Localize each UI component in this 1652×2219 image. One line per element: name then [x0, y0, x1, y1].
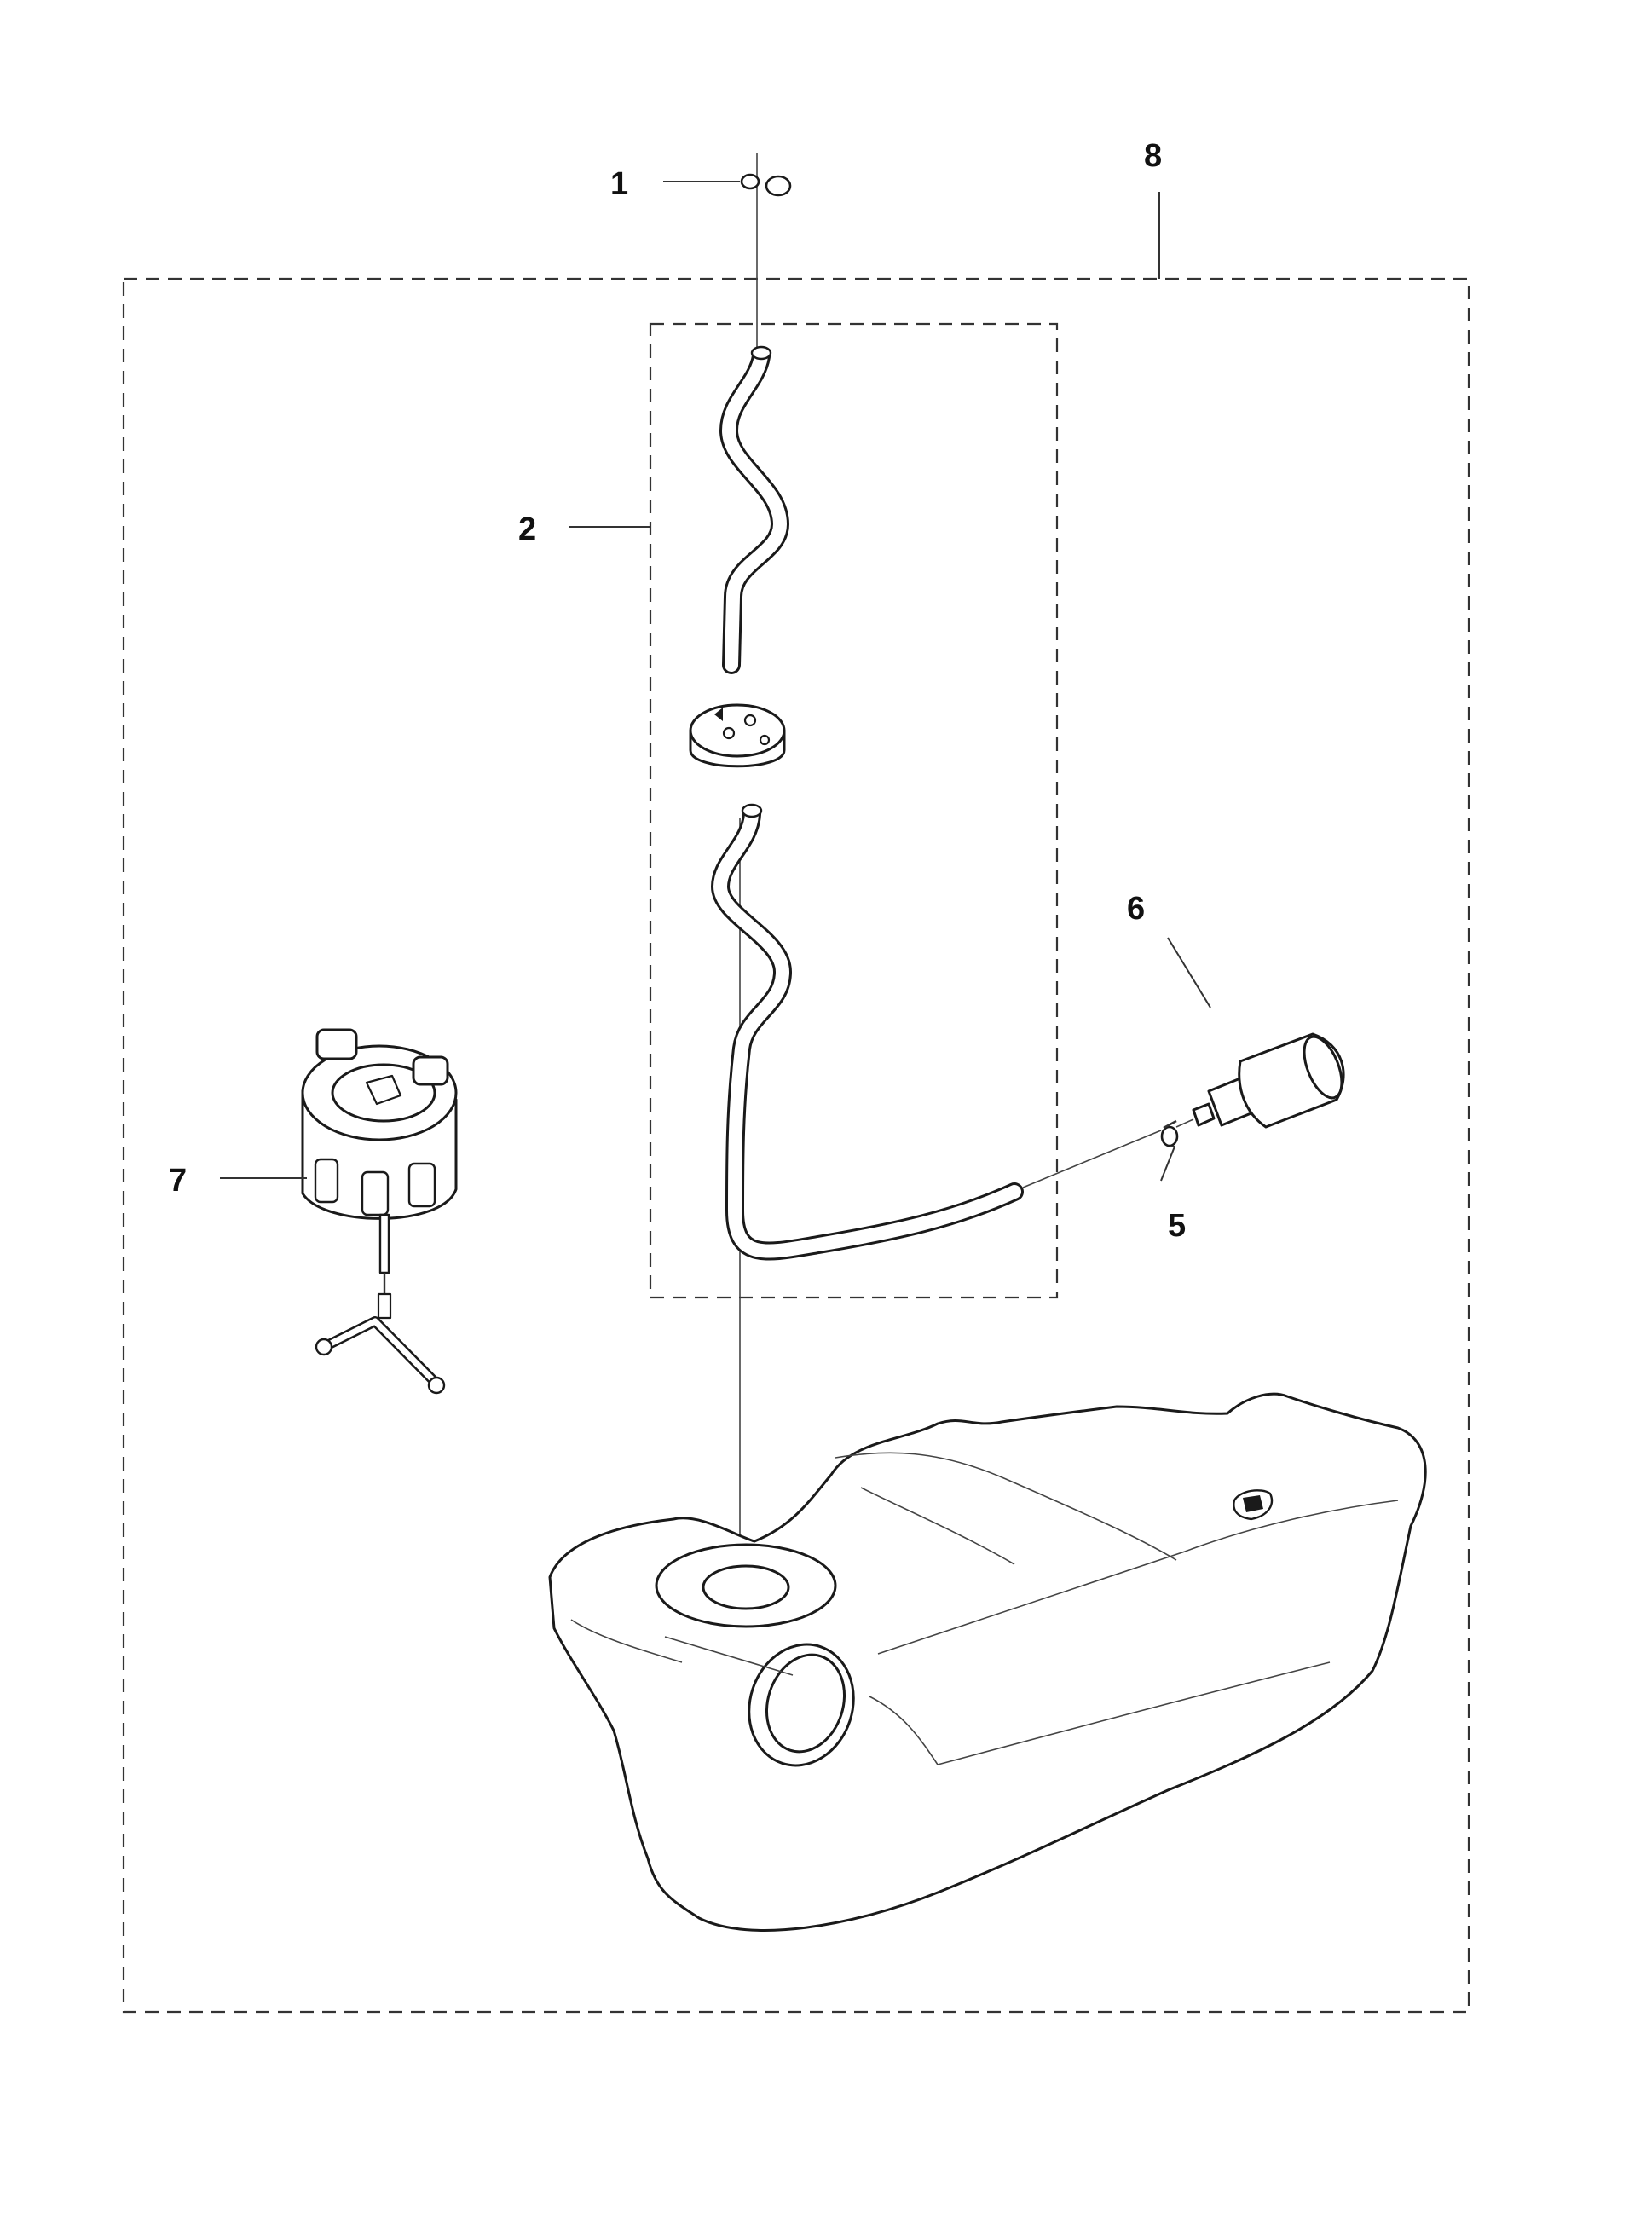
part-7-fuel-cap [301, 1028, 458, 1220]
callout-2: 2 [518, 511, 536, 547]
part-2-upper-hose [719, 345, 789, 674]
leader-5 [1160, 1146, 1175, 1182]
assembly-8-boundary [122, 277, 1470, 2014]
callout-6: 6 [1127, 891, 1145, 927]
assembly-2-boundary [649, 322, 1059, 1299]
part-1-clip [740, 173, 792, 197]
fuel-tank [548, 1392, 1427, 1932]
part-2-lower-hose [711, 803, 1024, 1261]
part-5-hose-clip [1160, 1119, 1179, 1147]
brand-logo [1233, 1489, 1274, 1521]
hose-to-filter-line [1022, 1130, 1162, 1188]
part-6-fuel-filter [1175, 1032, 1345, 1129]
part-7-pickup-weight [315, 1213, 446, 1395]
leader-6 [1167, 937, 1211, 1008]
callout-8: 8 [1144, 138, 1162, 174]
part-2-grommet [689, 703, 786, 768]
callout-5: 5 [1168, 1208, 1186, 1244]
callout-1: 1 [610, 166, 628, 202]
callout-7: 7 [169, 1163, 187, 1199]
